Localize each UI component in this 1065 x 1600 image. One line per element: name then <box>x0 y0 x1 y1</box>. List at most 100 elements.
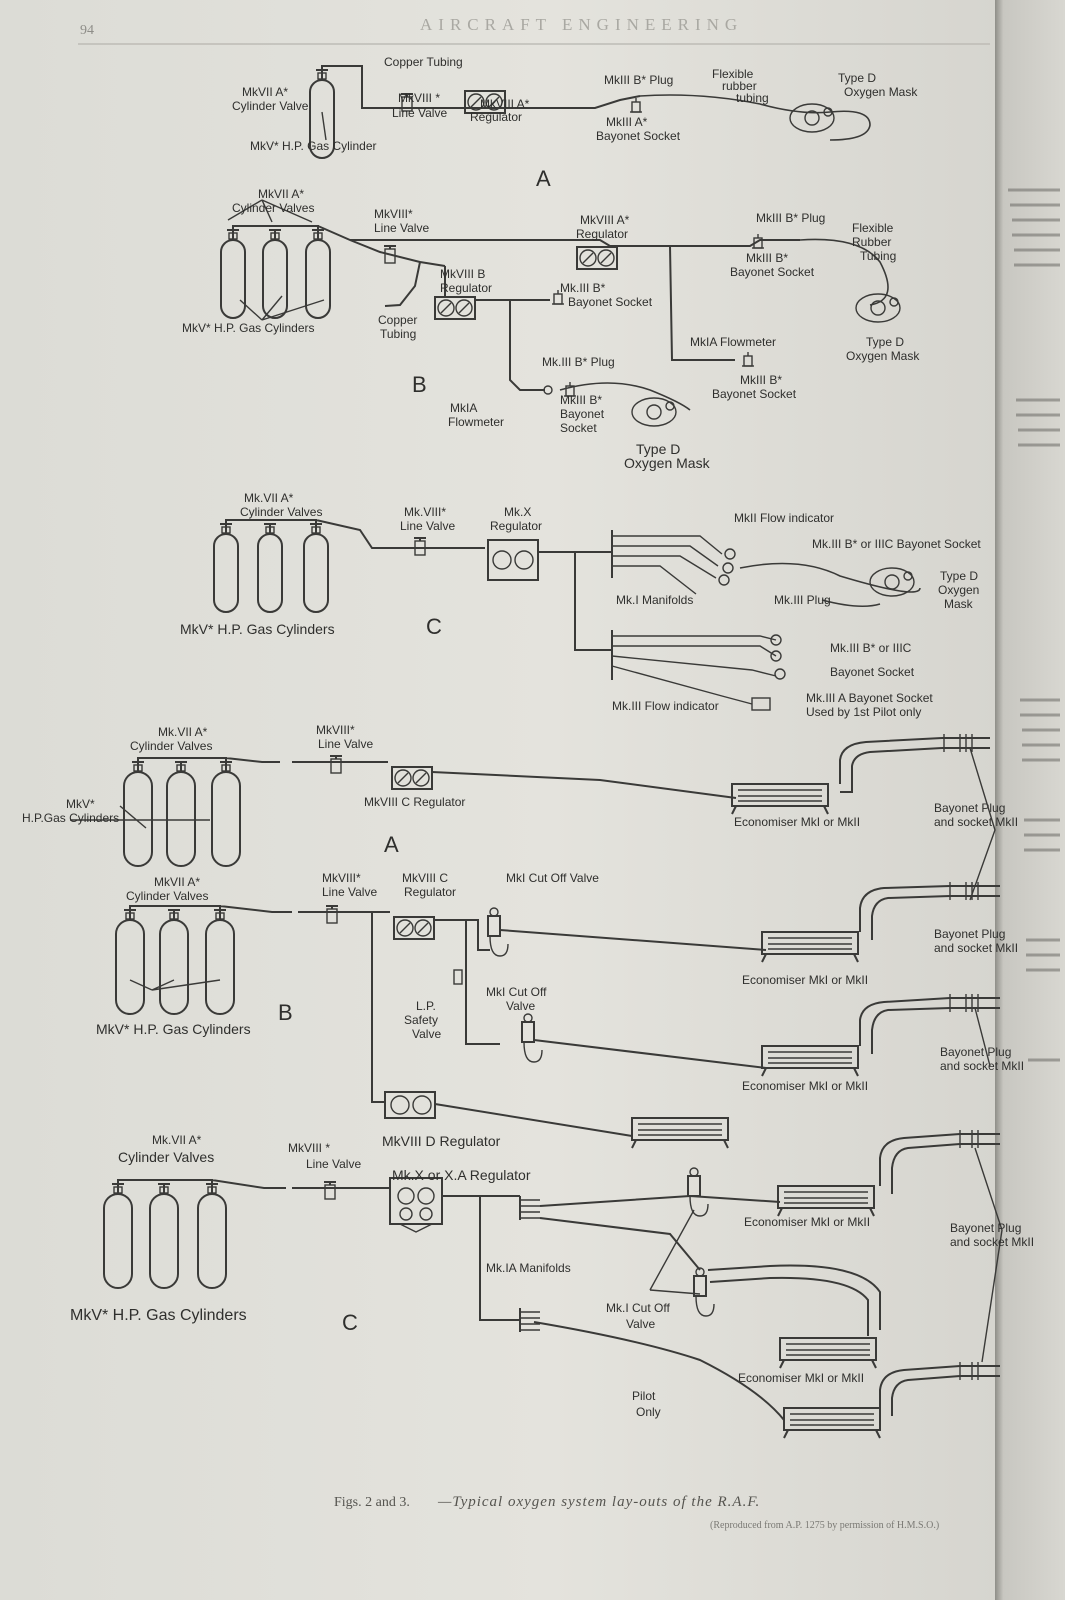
svg-text:Bayonet Socket: Bayonet Socket <box>596 129 681 143</box>
svg-text:Line Valve: Line Valve <box>322 885 377 899</box>
label-copper-tubing: Copper Tubing <box>384 55 463 69</box>
svg-text:Oxygen: Oxygen <box>938 583 979 597</box>
label-regulator-a: MkVIII A* <box>580 213 630 227</box>
svg-text:and socket MkII: and socket MkII <box>950 1235 1034 1249</box>
label-socket-low2: MkIII B* <box>560 393 602 407</box>
label-manifolds: Mk.I Manifolds <box>616 593 693 607</box>
manifold-low <box>611 630 777 705</box>
svg-text:and socket MkII: and socket MkII <box>934 815 1018 829</box>
svg-text:Safety: Safety <box>404 1013 438 1027</box>
svg-text:Oxygen Mask: Oxygen Mask <box>844 85 918 99</box>
bayonet-socket-icon <box>741 351 755 367</box>
svg-text:Bayonet: Bayonet <box>560 407 605 421</box>
label-regulator: MkVIII C Regulator <box>364 795 465 809</box>
label-line-valve: Mk.VIII* <box>404 505 446 519</box>
svg-text:Line Valve: Line Valve <box>392 106 447 120</box>
manifold-top <box>519 1196 540 1220</box>
label-cylinder: MkV* H.P. Gas Cylinder <box>250 139 377 153</box>
cylinder-valve-icon <box>315 69 329 81</box>
label-cutoff-mid: MkI Cut Off <box>486 985 547 999</box>
label-cutoff-top: MkI Cut Off Valve <box>506 871 599 885</box>
svg-text:Regulator: Regulator <box>470 110 522 124</box>
cylinder-valve-icon <box>205 1183 219 1195</box>
label-cylinder-valves: MkVII A* <box>258 187 304 201</box>
cylinder-valve-icon <box>263 523 277 535</box>
svg-text:Line Valve: Line Valve <box>374 221 429 235</box>
running-header: AIRCRAFT ENGINEERING <box>420 15 743 34</box>
svg-text:Valve: Valve <box>626 1317 655 1331</box>
fig2-b: MkVII A* Cylinder Valves MkV* H.P. Gas C… <box>182 187 920 471</box>
gas-cylinder <box>220 239 246 319</box>
label-plug: MkIII B* Plug <box>604 73 673 87</box>
label-flow-indicator-low: Mk.III Flow indicator <box>612 699 719 713</box>
svg-text:Cylinder Valves: Cylinder Valves <box>240 505 322 519</box>
regulator-icon <box>434 296 476 320</box>
svg-text:Line Valve: Line Valve <box>400 519 455 533</box>
manifold-low <box>519 1308 540 1332</box>
svg-text:Bayonet Socket: Bayonet Socket <box>730 265 815 279</box>
label-line-valve: MkVIII* <box>322 871 361 885</box>
label-line-valve: MkVIII * <box>398 91 440 105</box>
gas-cylinder <box>257 533 283 613</box>
label-flexible-tubing: Flexible <box>852 221 894 235</box>
fig3-a: Mk.VII A* Cylinder Valves MkV* H.P.Gas C… <box>22 723 1018 867</box>
svg-text:Cylinder Valves: Cylinder Valves <box>126 889 208 903</box>
cylinder-valve-icon <box>219 523 233 535</box>
gas-cylinder <box>205 919 235 1015</box>
regulator-icon <box>576 246 618 270</box>
cylinder-valve-icon <box>219 761 233 773</box>
regulator-icon <box>393 916 435 940</box>
svg-text:Regulator: Regulator <box>490 519 542 533</box>
gas-cylinder <box>303 533 329 613</box>
label-safety-valve: L.P. <box>416 999 436 1013</box>
svg-text:Rubber: Rubber <box>852 235 891 249</box>
label-socket-right: MkIII B* <box>746 251 788 265</box>
fig3-b: MkVII A* Cylinder Valves MkV* H.P. Gas C… <box>96 871 1024 1149</box>
svg-text:Bayonet Socket: Bayonet Socket <box>712 387 797 401</box>
page-number: 94 <box>80 23 94 38</box>
label-cylinder-valves: Mk.VII A* <box>158 725 208 739</box>
gas-cylinder <box>115 919 145 1015</box>
cutoff-valve-icon <box>687 1167 709 1217</box>
label-mask-right: Type D <box>866 335 904 349</box>
fig3-c: Mk.VII A* Cylinder Valves MkV* H.P. Gas … <box>70 747 1034 1439</box>
svg-text:Bayonet Socket: Bayonet Socket <box>830 665 915 679</box>
economiser-icon <box>731 783 829 815</box>
label-cylinder-valves: MkVII A* <box>154 875 200 889</box>
svg-text:Tubing: Tubing <box>380 327 416 341</box>
label-bayonet-plug: Bayonet Plug <box>950 1221 1021 1235</box>
label-bayonet-plug: Bayonet Plug <box>934 801 1005 815</box>
fig2-c: Mk.VII A* Cylinder Valves MkV* H.P. Gas … <box>180 491 981 719</box>
label-regulator-b: MkVIII B <box>440 267 485 281</box>
cylinder-valve-icon <box>309 523 323 535</box>
label-socket: MkIII A* <box>606 115 648 129</box>
label-mask: Type D <box>838 71 876 85</box>
label-socket-low: MkIII B* <box>740 373 782 387</box>
bayonet-socket-icon <box>629 97 643 113</box>
label-cylinders: MkV* H.P. Gas Cylinders <box>180 621 335 637</box>
label-economiser-top: Economiser MkI or MkII <box>744 1215 870 1229</box>
svg-text:Regulator: Regulator <box>440 281 492 295</box>
diagram-letter-3c: C <box>342 1310 358 1335</box>
svg-text:Cylinder Valves: Cylinder Valves <box>232 201 314 215</box>
gas-cylinder <box>123 771 153 867</box>
gas-cylinder <box>149 1193 179 1289</box>
gas-cylinder <box>213 533 239 613</box>
svg-text:Cylinder Valves: Cylinder Valves <box>118 1149 214 1165</box>
svg-text:Cylinder Valve: Cylinder Valve <box>232 99 309 113</box>
line-valve-icon <box>413 537 427 556</box>
cylinder-valve-icon <box>213 909 227 921</box>
figure-credit: (Reproduced from A.P. 1275 by permission… <box>710 1520 939 1531</box>
svg-text:Oxygen Mask: Oxygen Mask <box>846 349 920 363</box>
label-socket-pilot: Mk.III A Bayonet Socket <box>806 691 933 705</box>
label-line-valve: MkVIII * <box>288 1141 330 1155</box>
label-regulator: Mk.X <box>504 505 531 519</box>
svg-text:Line Valve: Line Valve <box>306 1157 361 1171</box>
label-flow-indicator: MkII Flow indicator <box>734 511 834 525</box>
svg-text:rubber: rubber <box>722 79 757 93</box>
svg-text:Valve: Valve <box>506 999 535 1013</box>
oxygen-mask-icon <box>789 103 835 133</box>
svg-text:Regulator: Regulator <box>404 885 456 899</box>
label-line-valve: MkVIII* <box>316 723 355 737</box>
label-bayonet-plug-mid: Bayonet Plug <box>940 1045 1011 1059</box>
